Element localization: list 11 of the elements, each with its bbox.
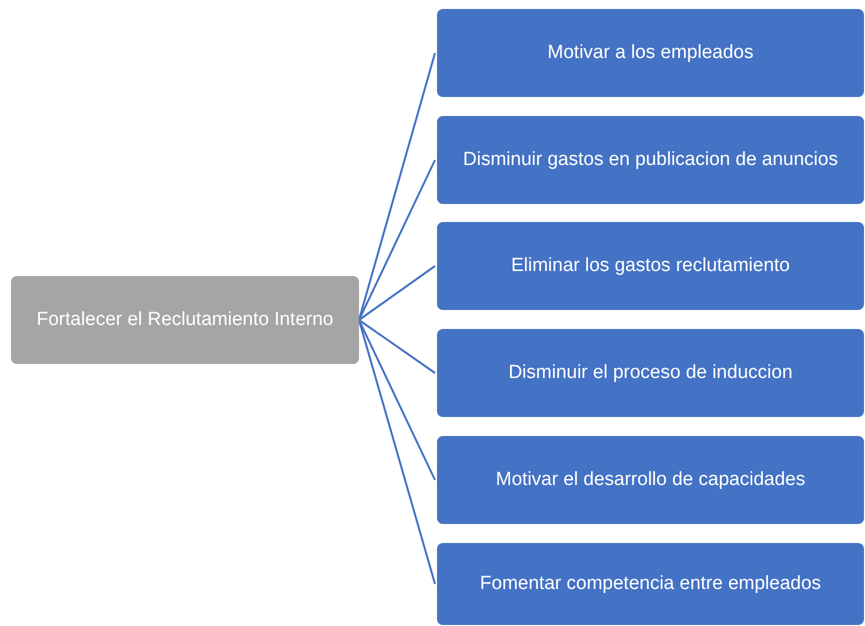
process-box: Motivar a los empleados <box>437 9 864 97</box>
process-box: Fomentar competencia entre empleados <box>437 543 864 625</box>
process-box: Motivar el desarrollo de capacidades <box>437 436 864 524</box>
process-box: Eliminar los gastos reclutamiento <box>437 222 864 310</box>
root-box: Fortalecer el Reclutamiento Interno <box>11 276 359 364</box>
connector-line <box>358 265 436 321</box>
process-box: Disminuir gastos en publicacion de anuncios <box>437 116 864 204</box>
process-box: Disminuir el proceso de induccion <box>437 329 864 417</box>
connector-line <box>358 319 436 374</box>
connector-line <box>358 320 436 480</box>
connector-line <box>358 160 436 320</box>
